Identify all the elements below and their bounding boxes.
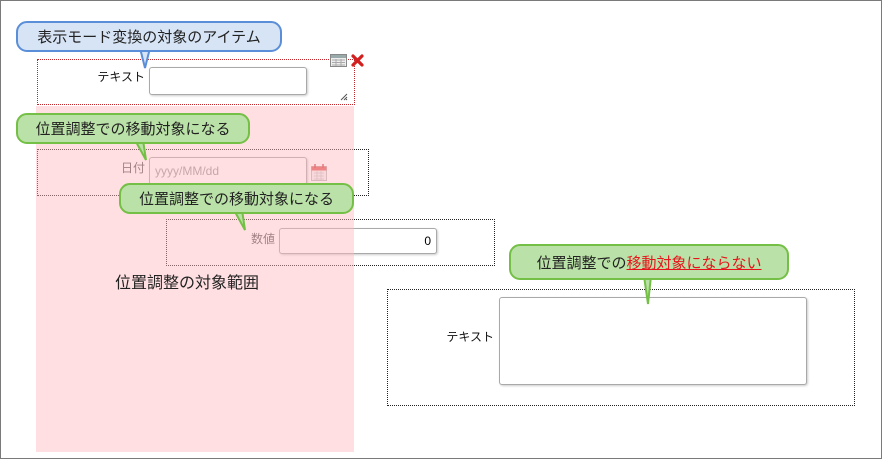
callout-display-mode: 表示モード変換の対象のアイテム bbox=[16, 21, 282, 52]
date-placeholder: yyyy/MM/dd bbox=[155, 164, 220, 178]
number-input[interactable]: 0 bbox=[279, 228, 437, 254]
resize-grip-icon[interactable] bbox=[340, 93, 348, 101]
callout-moves-2: 位置調整での移動対象になる bbox=[119, 183, 354, 214]
text-item-selected[interactable] bbox=[37, 59, 355, 105]
text-label-2: テキスト bbox=[446, 330, 494, 344]
calendar-icon[interactable] bbox=[311, 164, 327, 181]
number-value: 0 bbox=[424, 234, 431, 248]
callout-tail bbox=[642, 276, 653, 305]
callout-not-moves: 位置調整での移動対象にならない bbox=[509, 244, 789, 280]
callout-moves-1: 位置調整での移動対象になる bbox=[16, 113, 250, 144]
delete-icon[interactable] bbox=[351, 54, 364, 67]
callout-tail bbox=[138, 48, 152, 69]
text-area-input-2[interactable] bbox=[499, 297, 807, 385]
callout-not-moves-highlight: 移動対象にならない bbox=[626, 253, 762, 272]
text-item-2[interactable] bbox=[387, 289, 855, 406]
callout-tail bbox=[133, 140, 147, 161]
text-label: テキスト bbox=[97, 70, 145, 84]
number-label: 数値 bbox=[250, 232, 275, 246]
number-item[interactable] bbox=[166, 219, 495, 266]
table-icon[interactable] bbox=[330, 54, 347, 67]
text-area-input[interactable] bbox=[149, 67, 307, 95]
date-input[interactable]: yyyy/MM/dd bbox=[149, 157, 307, 185]
callout-tail bbox=[232, 210, 246, 231]
callout-not-moves-prefix: 位置調整での bbox=[536, 253, 627, 272]
adjust-range-label: 位置調整の対象範囲 bbox=[115, 273, 260, 292]
date-label: 日付 bbox=[120, 161, 145, 175]
